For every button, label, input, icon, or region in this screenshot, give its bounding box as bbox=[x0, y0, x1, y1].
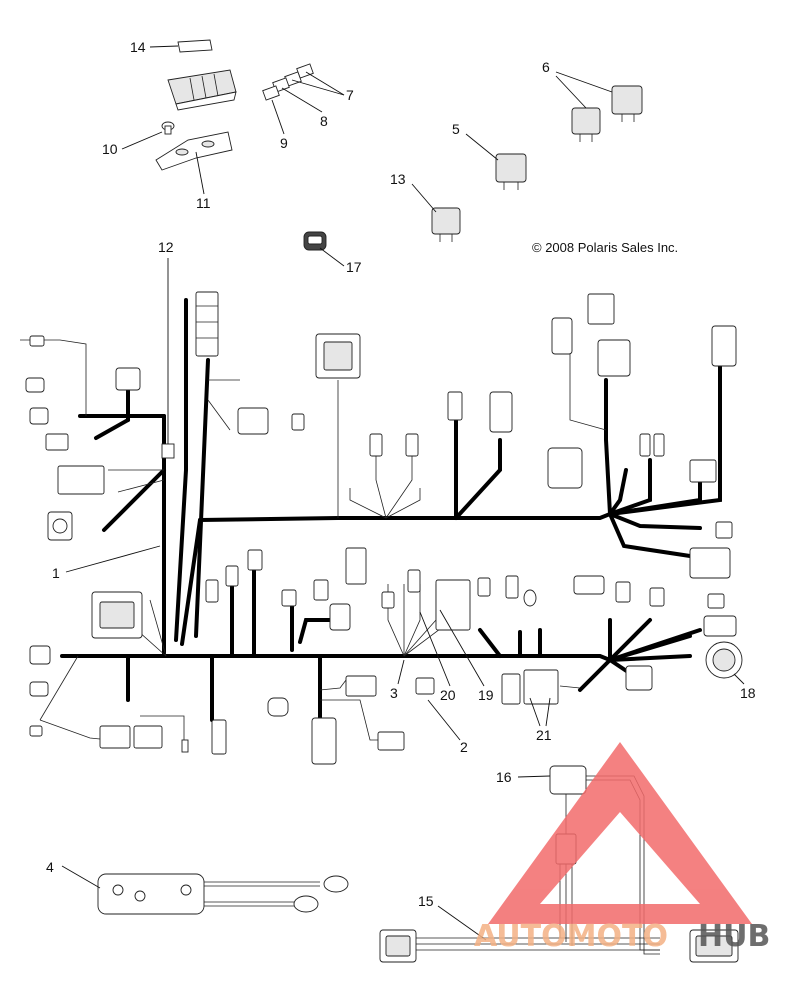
svg-text:5: 5 bbox=[452, 121, 460, 137]
svg-text:12: 12 bbox=[158, 239, 174, 255]
callout-4: 4 bbox=[46, 859, 101, 889]
main-wiring-harness bbox=[60, 298, 722, 722]
part-small-connector bbox=[303, 231, 327, 251]
part-fuse-box-cover bbox=[177, 39, 213, 53]
callout-11: 11 bbox=[195, 151, 211, 211]
watermark-triangle bbox=[488, 742, 752, 924]
part-mounting-bracket bbox=[155, 131, 233, 171]
part-battery-cable bbox=[97, 873, 349, 915]
svg-text:18: 18 bbox=[740, 685, 756, 701]
callout-13: 13 bbox=[390, 171, 437, 213]
callout-12: 12 bbox=[158, 239, 175, 459]
callout-9: 9 bbox=[271, 99, 288, 151]
callout-14: 14 bbox=[130, 39, 179, 55]
callout-19: 19 bbox=[439, 609, 494, 703]
callout-2: 2 bbox=[427, 699, 468, 755]
part-relay bbox=[495, 153, 527, 190]
part-fuses bbox=[262, 63, 314, 101]
callout-3: 3 bbox=[390, 659, 405, 701]
svg-text:19: 19 bbox=[478, 687, 494, 703]
part-relay-small bbox=[431, 207, 461, 242]
svg-text:15: 15 bbox=[418, 893, 434, 909]
connector-multi-pin-column bbox=[195, 291, 305, 435]
svg-text:20: 20 bbox=[440, 687, 456, 703]
svg-text:6: 6 bbox=[542, 59, 550, 75]
svg-text:14: 14 bbox=[130, 39, 146, 55]
connector-right-lower bbox=[573, 575, 743, 691]
callout-8: 8 bbox=[281, 87, 328, 129]
callout-7: 7 bbox=[291, 71, 354, 103]
callout-1: 1 bbox=[52, 545, 161, 581]
svg-text:10: 10 bbox=[102, 141, 118, 157]
watermark-logo: AUTOMOTO HUB bbox=[474, 742, 770, 954]
callout-10: 10 bbox=[102, 131, 163, 157]
part-fuse-box bbox=[167, 69, 237, 111]
callout-16: 16 bbox=[496, 769, 551, 785]
svg-text:21: 21 bbox=[536, 727, 552, 743]
svg-text:7: 7 bbox=[346, 87, 354, 103]
svg-text:9: 9 bbox=[280, 135, 288, 151]
callout-20: 20 bbox=[419, 611, 456, 703]
svg-text:11: 11 bbox=[196, 195, 211, 211]
connector-left-sensor bbox=[115, 367, 141, 391]
part-screw bbox=[161, 121, 175, 135]
svg-text:2: 2 bbox=[460, 739, 468, 755]
watermark-text-part1: AUTOMOTO bbox=[474, 919, 668, 954]
callout-21: 21 bbox=[529, 697, 552, 743]
connector-right-middle bbox=[547, 433, 733, 579]
svg-text:4: 4 bbox=[46, 859, 54, 875]
svg-text:1: 1 bbox=[52, 565, 60, 581]
connector-middle-group bbox=[381, 569, 559, 705]
connector-center-box bbox=[315, 333, 361, 379]
copyright-notice: © 2008 Polaris Sales Inc. bbox=[532, 240, 678, 255]
callout-5: 5 bbox=[452, 121, 499, 161]
callout-17: 17 bbox=[319, 247, 362, 275]
connector-center-plugs bbox=[369, 391, 513, 457]
callout-6: 6 bbox=[542, 59, 613, 109]
callout-15: 15 bbox=[418, 893, 487, 941]
part-relay-pair bbox=[571, 85, 643, 142]
watermark-text-part2: HUB bbox=[698, 919, 770, 954]
svg-text:17: 17 bbox=[346, 259, 362, 275]
callout-18: 18 bbox=[733, 673, 756, 701]
svg-text:3: 3 bbox=[390, 685, 398, 701]
connector-right-top bbox=[551, 293, 737, 377]
svg-text:13: 13 bbox=[390, 171, 406, 187]
connector-center-lower bbox=[205, 547, 405, 765]
svg-text:8: 8 bbox=[320, 113, 328, 129]
connector-left-top bbox=[25, 335, 105, 541]
svg-text:16: 16 bbox=[496, 769, 512, 785]
connector-left-lower bbox=[29, 591, 189, 753]
